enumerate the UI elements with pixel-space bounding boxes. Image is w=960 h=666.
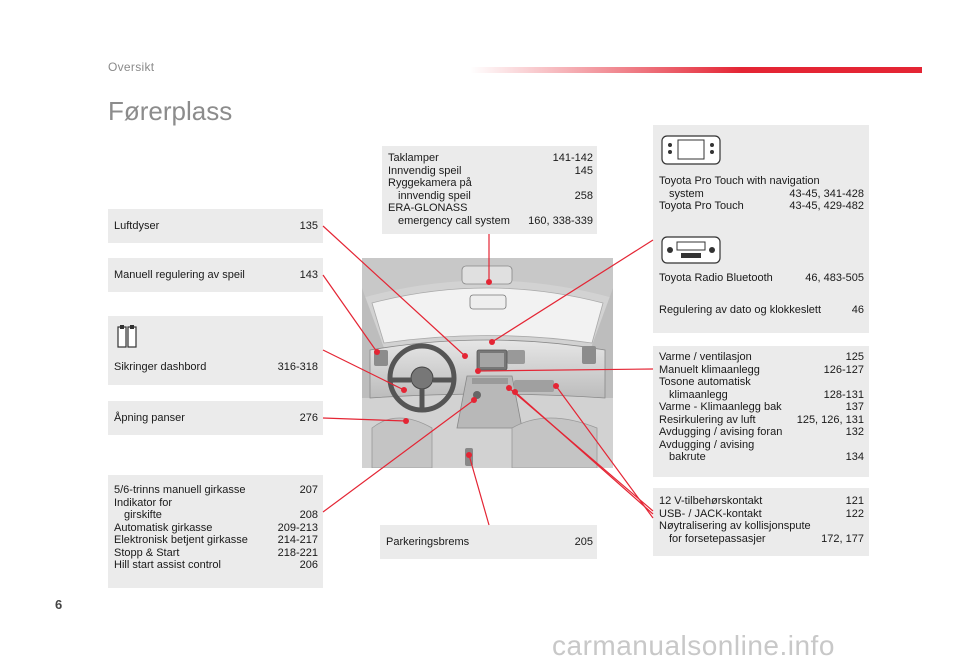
callout-page: 125, 126, 131 <box>796 413 864 426</box>
callout-page: 316-318 <box>277 361 318 373</box>
callout-label: Hill start assist control <box>114 559 221 571</box>
callout-label: Indikator for <box>114 496 173 509</box>
callout-page: 134 <box>845 451 864 463</box>
callout-page: 128-131 <box>823 388 864 401</box>
callout-kontakt: 12 V-tilbehørskontakt 121 USB- / JACK-kon… <box>653 488 869 556</box>
callout-label: for forsetepassasjer <box>669 532 766 545</box>
callout-label: Toyota Pro Touch with navigation <box>659 175 820 187</box>
callout-page: 43-45, 341-428 <box>789 187 864 200</box>
callout-page: 125 <box>845 351 864 363</box>
callout-page: 209-213 <box>277 521 318 534</box>
callout-label: Manuell regulering av speil <box>114 269 245 281</box>
touchscreen-radio-icon <box>661 135 721 165</box>
callout-page: 218-221 <box>277 546 318 559</box>
callout-page: 132 <box>845 426 864 438</box>
callout-label: Nøytralisering av kollisjonspute <box>659 520 811 532</box>
callout-label: emergency call system <box>398 214 510 227</box>
callout-page: 141-142 <box>552 152 593 164</box>
callout-label: Regulering av dato og klokkeslett <box>659 304 822 316</box>
callout-label: Avdugging / avising <box>659 438 755 451</box>
callout-label: Ryggekamera på <box>388 177 472 189</box>
callout-label: ERA-GLONASS <box>388 202 468 214</box>
callout-label: USB- / JACK-kontakt <box>659 507 762 520</box>
callout-parkeringsbrems: Parkeringsbrems 205 <box>380 525 597 559</box>
callout-label: Automatisk girkasse <box>114 521 213 534</box>
callout-label: bakrute <box>669 451 706 463</box>
callout-label: Åpning panser <box>114 412 185 424</box>
callout-page: 46 <box>851 304 864 316</box>
callout-speil: Manuell regulering av speil 143 <box>108 258 323 292</box>
callout-page: 122 <box>845 507 864 520</box>
callout-page: 258 <box>574 189 593 202</box>
page-title: Førerplass <box>108 96 233 126</box>
callout-page: 143 <box>299 269 318 281</box>
callout-page: 43-45, 429-482 <box>789 200 864 212</box>
callout-page: 46, 483-505 <box>805 272 864 284</box>
callout-sikringer: Sikringer dashbord 316-318 <box>108 316 323 385</box>
callout-label: Innvendig speil <box>388 164 462 177</box>
callout-page: 206 <box>299 559 318 571</box>
bluetooth-radio-icon <box>661 236 721 264</box>
callout-panser: Åpning panser 276 <box>108 401 323 435</box>
callout-label: Toyota Radio Bluetooth <box>659 272 773 284</box>
callout-page: 145 <box>574 164 593 177</box>
callout-page: 205 <box>574 536 593 548</box>
callout-label: 12 V-tilbehørskontakt <box>659 495 763 507</box>
dashboard-illustration <box>362 258 613 468</box>
callout-page: 160, 338-339 <box>528 214 593 227</box>
callout-label: Toyota Pro Touch <box>659 200 744 212</box>
callout-label: Avdugging / avising foran <box>659 426 783 438</box>
watermark: carmanualsonline.info <box>552 630 835 661</box>
callout-label: girskifte <box>124 509 162 521</box>
callout-label: Manuelt klimaanlegg <box>659 363 760 376</box>
dashboard-drawing <box>362 258 613 468</box>
callout-page: 172, 177 <box>821 532 864 545</box>
callout-label: Sikringer dashbord <box>114 361 207 373</box>
callout-label: Varme - Klimaanlegg bak <box>659 401 782 413</box>
callout-label: Tosone automatisk <box>659 376 751 388</box>
callout-page: 214-217 <box>277 534 318 546</box>
callout-label: Taklamper <box>388 152 439 164</box>
callout-luftdyser: Luftdyser 135 <box>108 209 323 243</box>
callout-page: 276 <box>299 412 318 424</box>
callout-label: Resirkulering av luft <box>659 413 756 426</box>
section-label: Oversikt <box>108 60 155 74</box>
callout-label: innvendig speil <box>398 189 471 202</box>
callout-page: 208 <box>299 509 318 521</box>
callout-label: Elektronisk betjent girkasse <box>114 534 248 546</box>
callout-media: Toyota Pro Touch with navigation system 4… <box>653 125 869 333</box>
callout-page: 137 <box>845 401 864 413</box>
callout-label: Luftdyser <box>114 220 160 232</box>
callout-label: Parkeringsbrems <box>386 536 470 548</box>
fuse-icon <box>117 325 137 348</box>
callout-taklamper: Taklamper 141-142 Innvendig speil 145 Rygg… <box>382 146 597 234</box>
callout-klima: Varme / ventilasjon 125 Manuelt klimaanle… <box>653 346 869 477</box>
header-accent-line <box>470 67 922 73</box>
callout-label: klimaanlegg <box>669 388 728 401</box>
callout-page: 207 <box>299 484 318 496</box>
callout-label: system <box>669 187 704 200</box>
callout-label: Stopp & Start <box>114 546 180 559</box>
page-number: 6 <box>55 597 63 612</box>
callout-girkasse: 5/6-trinns manuell girkasse 207 Indikator… <box>108 475 323 588</box>
callout-label: 5/6-trinns manuell girkasse <box>114 484 246 496</box>
callout-page: 126-127 <box>823 363 864 376</box>
callout-page: 135 <box>299 220 318 232</box>
callout-page: 121 <box>845 495 864 507</box>
callout-label: Varme / ventilasjon <box>659 351 752 363</box>
